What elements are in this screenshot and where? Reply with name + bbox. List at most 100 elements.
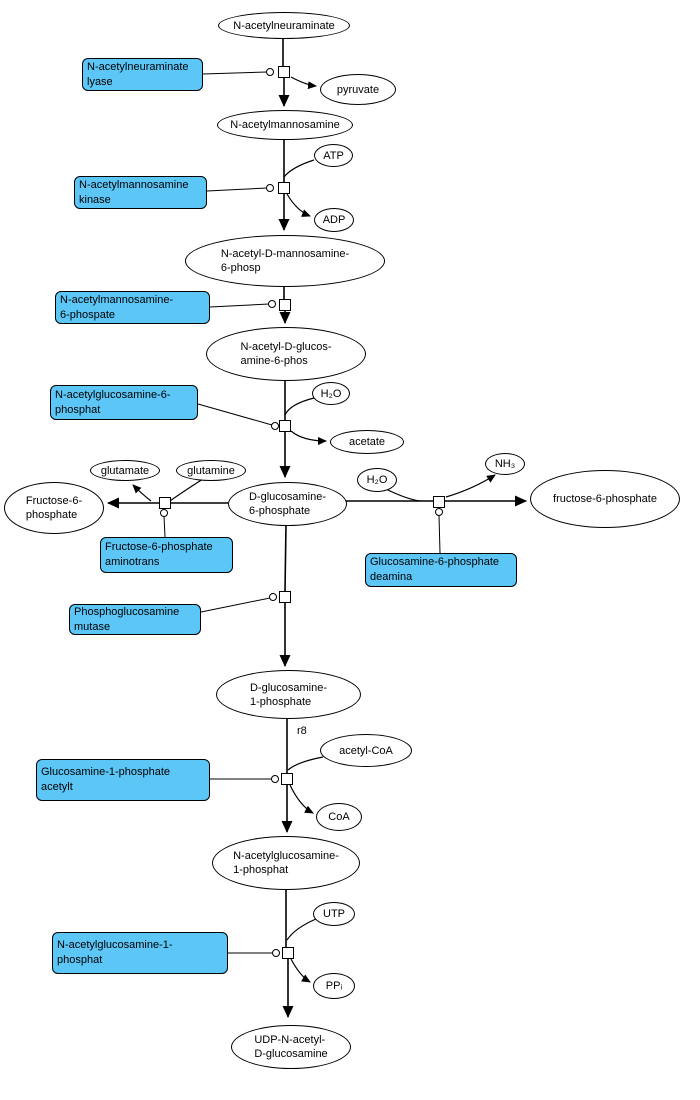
reaction-square-9[interactable] — [282, 947, 294, 959]
metabolite-utp[interactable]: UTP — [313, 902, 355, 926]
metabolite-label: D-glucosamine- — [249, 681, 328, 694]
metabolite-glutamate[interactable]: glutamate — [90, 460, 160, 481]
reaction-square-6[interactable] — [433, 496, 445, 508]
metabolite-label: ADP — [322, 214, 346, 226]
enzyme-label: lyase — [87, 75, 113, 88]
edge-ppi-out — [290, 958, 311, 983]
enzyme-n-acetylmannosamine-6-phospate[interactable]: N-acetylmannosamine-6-phospate — [55, 291, 210, 324]
metabolite-label: H₂O — [320, 387, 342, 400]
metabolite-adp[interactable]: ADP — [314, 208, 354, 232]
metabolite-label: amine-6-phos — [240, 355, 308, 367]
metabolite-coa[interactable]: CoA — [316, 803, 362, 831]
metabolite-n-acetylmannosamine[interactable]: N-acetylmannosamine — [217, 110, 353, 140]
metabolite-acetyl-coa[interactable]: acetyl-CoA — [320, 734, 412, 767]
metabolite-label: UTP — [323, 908, 345, 920]
edge-nh3-out — [445, 474, 496, 498]
reaction-port-8 — [271, 775, 279, 783]
metabolite-label: N-acetylmannosamine — [230, 119, 340, 131]
metabolite-n-acetyl-d-mannosamine-6-phosp[interactable]: N-acetyl-D-mannosamine-6-phosp — [185, 235, 385, 287]
metabolite-d-glucosamine-6-phosphate[interactable]: D-glucosamine-6-phosphate — [228, 482, 347, 526]
enzyme-label: mutase — [74, 620, 111, 633]
metabolite-atp[interactable]: ATP — [314, 144, 353, 167]
metabolite-label: pyruvate — [336, 83, 380, 96]
metabolite-glutamine[interactable]: glutamine — [176, 460, 246, 481]
enzyme-label: kinase — [79, 193, 111, 206]
enzyme-label: acetylt — [41, 781, 73, 793]
reaction-port-2 — [266, 184, 274, 192]
reaction-square-2[interactable] — [278, 182, 290, 194]
metabolite-label: glutamate — [100, 464, 150, 477]
edge-atp-in — [283, 159, 315, 178]
connector-deamina — [438, 514, 441, 554]
enzyme-label: phosphat — [55, 403, 101, 416]
reaction-square-8[interactable] — [281, 773, 293, 785]
reaction-square-3[interactable] — [279, 299, 291, 311]
metabolite-label: 6-phosp — [220, 262, 261, 274]
enzyme-phosphoglucosamine-mutase[interactable]: Phosphoglucosamine mutase — [69, 604, 201, 635]
enzyme-n-acetylglucosamine-6-phosphat[interactable]: N-acetylglucosamine-6- phosphat — [50, 385, 198, 420]
metabolite-label: N-acetyl-D-glucos- — [240, 341, 332, 353]
metabolite-ppi[interactable]: PPᵢ — [313, 973, 355, 999]
metabolite-label: 1-phosphate — [249, 695, 312, 708]
metabolite-label: N-acetylneuraminate — [233, 19, 335, 32]
metabolite-h2o-1[interactable]: H₂O — [312, 382, 350, 405]
metabolite-n-acetylneuraminate[interactable]: N-acetylneuraminate — [218, 12, 350, 39]
metabolite-n-acetyl-d-glucosamine-6-phos[interactable]: N-acetyl-D-glucos-amine-6-phos — [206, 327, 366, 381]
metabolite-label: acetyl-CoA — [339, 744, 393, 757]
enzyme-label: Glucosamine-1-phosphate — [41, 766, 171, 778]
enzyme-label: N-acetylneuraminate — [87, 60, 189, 73]
connector-glcnac6p — [197, 403, 273, 426]
metabolite-label: D-glucosamine — [254, 1048, 328, 1060]
reaction-port-1 — [266, 68, 274, 76]
edge-adp-out — [286, 193, 311, 217]
metabolite-label: glutamine — [187, 464, 235, 477]
metabolite-h2o-2[interactable]: H₂O — [357, 468, 397, 492]
edge-acetylcoa-in — [287, 756, 324, 771]
metabolite-pyruvate[interactable]: pyruvate — [320, 74, 396, 105]
metabolite-label: UDP-N-acetyl- — [254, 1034, 326, 1046]
reaction-square-4[interactable] — [279, 420, 291, 432]
metabolite-nh3[interactable]: NH₃ — [485, 453, 525, 475]
enzyme-glucosamine-1-phosphate-acetylt[interactable]: Glucosamine-1-phosphate acetylt — [36, 759, 210, 801]
edge-h2o2-in — [385, 488, 421, 502]
metabolite-label: NH₃ — [494, 458, 516, 470]
connector-man6pase — [209, 303, 270, 308]
metabolite-label: D-glucosamine- — [248, 491, 327, 503]
metabolite-label: acetate — [348, 436, 386, 448]
edge-pyruvate-out — [290, 76, 317, 90]
edge-h2o1-in — [284, 397, 315, 416]
edge-glutamine-in — [169, 478, 204, 502]
enzyme-label: Phosphoglucosamine — [74, 605, 180, 618]
enzyme-n-acetylglucosamine-1-phosphat[interactable]: N-acetylglucosamine-1-phosphat — [52, 932, 228, 974]
reaction-square-5[interactable] — [159, 497, 171, 509]
reaction-port-6 — [435, 508, 443, 516]
metabolite-label: 1-phosphat — [233, 864, 289, 876]
reaction-square-1[interactable] — [278, 66, 290, 78]
metabolite-fructose-6-phosphate-left[interactable]: Fructose-6-phosphate — [4, 482, 104, 534]
metabolite-d-glucosamine-1-phosphate[interactable]: D-glucosamine-1-phosphate — [216, 670, 361, 719]
connector-aminotrans — [163, 515, 166, 538]
metabolite-fructose-6-phosphate-right[interactable]: fructose-6-phosphate — [530, 470, 680, 528]
edge-utp-in — [286, 918, 317, 941]
enzyme-n-acetylmannosamine-kinase[interactable]: N-acetylmannosamine kinase — [74, 176, 207, 209]
reaction-square-7[interactable] — [279, 591, 291, 603]
enzyme-label: 6-phospate — [60, 308, 116, 321]
enzyme-label: N-acetylglucosamine-6- — [55, 388, 171, 401]
connector-kinase — [206, 187, 268, 192]
enzyme-n-acetylneuraminate-lyase[interactable]: N-acetylneuraminate lyase — [82, 58, 203, 91]
edge-glutamate-out — [132, 484, 152, 502]
enzyme-label: N-acetylmannosamine — [79, 178, 189, 191]
metabolite-n-acetylglucosamine-1-phosphat[interactable]: N-acetylglucosamine-1-phosphat — [212, 836, 360, 890]
enzyme-label: N-acetylglucosamine-1- — [57, 939, 173, 951]
reaction-port-7 — [269, 593, 277, 601]
metabolite-acetate[interactable]: acetate — [330, 430, 404, 454]
metabolite-udp-n-acetyl-d-glucosamine[interactable]: UDP-N-acetyl- D-glucosamine — [231, 1025, 351, 1069]
edge-dglucosamine6p-to-r7 — [284, 523, 287, 592]
enzyme-label: Fructose-6-phosphate — [105, 541, 213, 553]
metabolite-label: CoA — [328, 811, 350, 823]
connector-lyase — [202, 71, 268, 75]
